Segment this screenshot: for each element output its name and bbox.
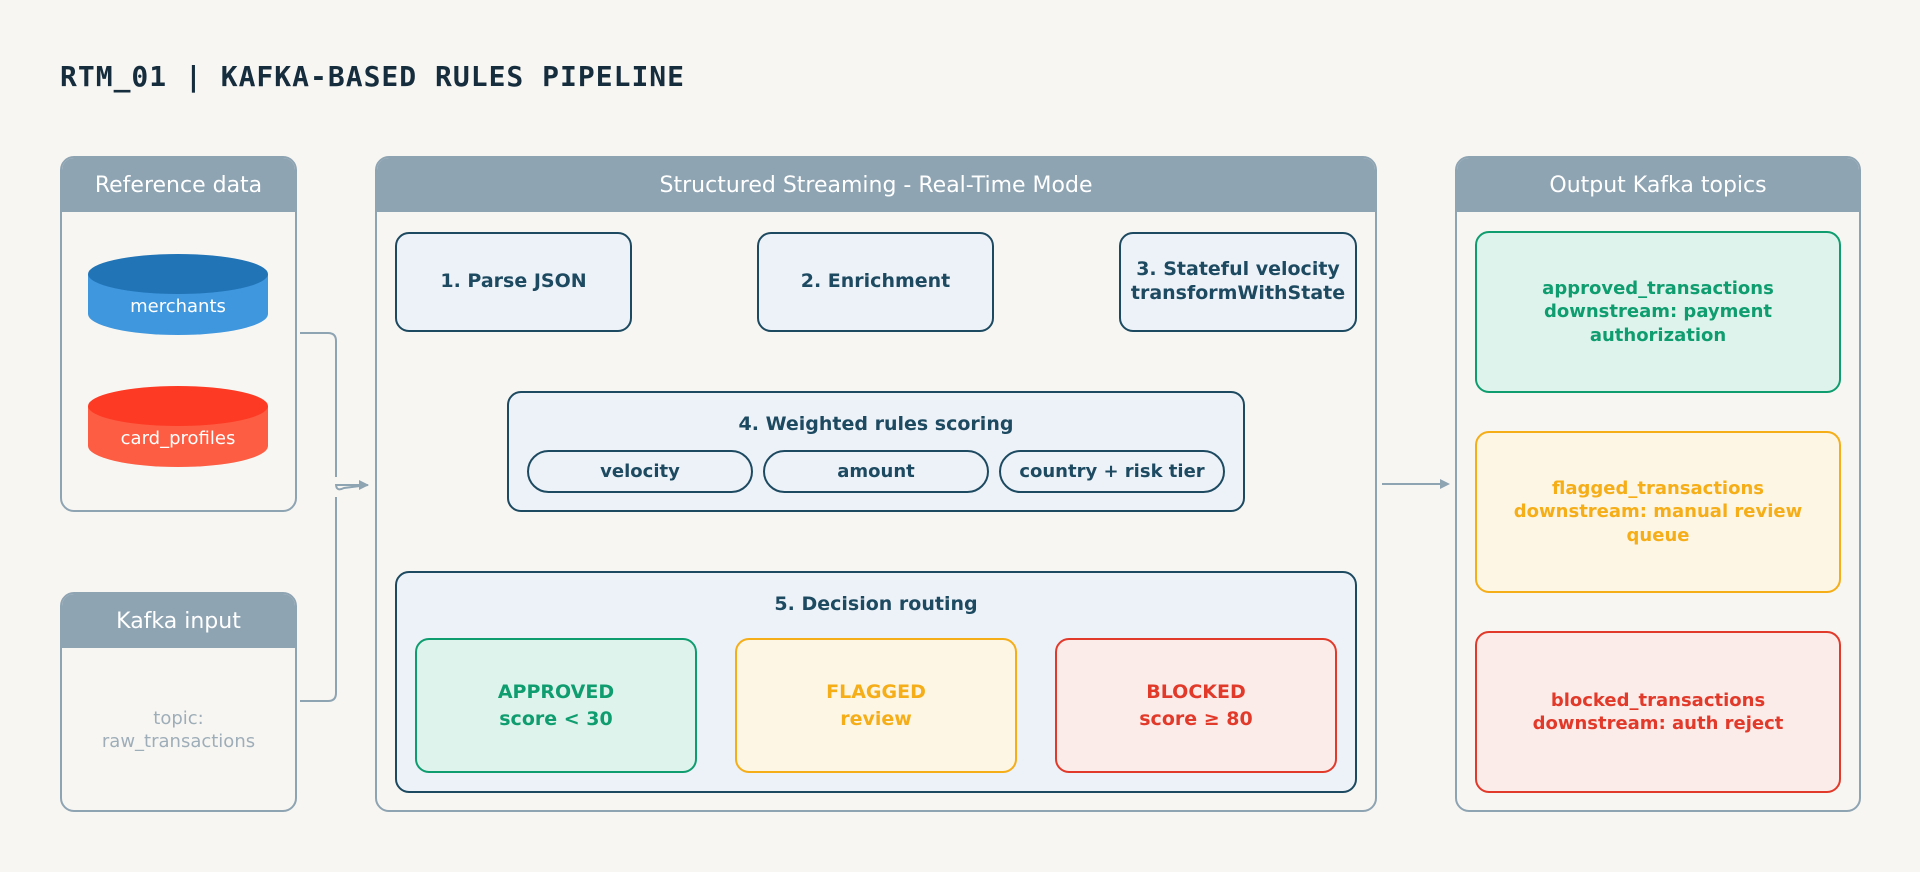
topic-name: raw_transactions [101, 730, 256, 752]
approved-topic-downstream: downstream: payment authorization [1543, 301, 1773, 346]
database-icon [88, 254, 268, 335]
stage-parse-json[interactable]: 1. Parse JSON [395, 232, 632, 332]
kafka-input-panel: Kafka input topic: raw_transactions [60, 592, 297, 812]
blocked-topic-name: blocked_transactions [1550, 689, 1766, 711]
stage-enrichment-label: 2. Enrichment [800, 270, 951, 293]
blocked-label: BLOCKED [1146, 680, 1246, 703]
merchants-label: merchants [130, 296, 226, 317]
rule-pill-amount[interactable]: amount [763, 450, 989, 493]
stage-stateful-velocity[interactable]: 3. Stateful velocity transformWithState [1119, 232, 1357, 332]
card-profiles-table[interactable]: card_profiles [87, 384, 269, 468]
stage-parse-json-label: 1. Parse JSON [440, 270, 587, 293]
streaming-header: Structured Streaming - Real-Time Mode [377, 158, 1375, 212]
flagged-topic-downstream: downstream: manual review queue [1513, 501, 1803, 546]
approved-topic-name: approved_transactions [1542, 277, 1774, 299]
flagged-topic-name: flagged_transactions [1552, 477, 1764, 499]
decision-approved[interactable]: APPROVED score < 30 [415, 638, 697, 773]
rules-scoring-title: 4. Weighted rules scoring [738, 413, 1014, 435]
reference-connector [300, 332, 337, 477]
output-flagged-topic[interactable]: flagged_transactions downstream: manual … [1475, 431, 1841, 593]
card-profiles-label: card_profiles [120, 428, 236, 449]
stage-velocity-subtitle: transformWithState [1130, 282, 1346, 304]
stage-velocity-title: 3. Stateful velocity [1136, 258, 1340, 281]
kafka-topic-text: topic: raw_transactions [62, 708, 295, 753]
kafka-input-header: Kafka input [62, 594, 295, 648]
topic-prefix: topic: [153, 708, 204, 729]
approved-label: APPROVED [497, 680, 615, 703]
decision-blocked[interactable]: BLOCKED score ≥ 80 [1055, 638, 1337, 773]
rule-pill-velocity[interactable]: velocity [527, 450, 753, 493]
database-icon [88, 386, 268, 467]
decision-flagged[interactable]: FLAGGED review [735, 638, 1017, 773]
blocked-detail: score ≥ 80 [1139, 707, 1253, 730]
page-title: RTM_01 | KAFKA-BASED RULES PIPELINE [60, 60, 686, 93]
decision-routing-title: 5. Decision routing [774, 593, 978, 615]
approved-detail: score < 30 [499, 707, 613, 730]
blocked-topic-downstream: downstream: auth reject [1532, 713, 1784, 734]
reference-data-header: Reference data [62, 158, 295, 212]
merchants-table[interactable]: merchants [87, 252, 269, 336]
rule-pill-country-risk[interactable]: country + risk tier [999, 450, 1225, 493]
output-topics-header: Output Kafka topics [1457, 158, 1859, 212]
output-approved-topic[interactable]: approved_transactions downstream: paymen… [1475, 231, 1841, 393]
output-blocked-topic[interactable]: blocked_transactions downstream: auth re… [1475, 631, 1841, 793]
flagged-label: FLAGGED [826, 680, 926, 703]
flagged-detail: review [840, 707, 912, 730]
stage-enrichment[interactable]: 2. Enrichment [757, 232, 994, 332]
kafka-connector [300, 497, 337, 702]
